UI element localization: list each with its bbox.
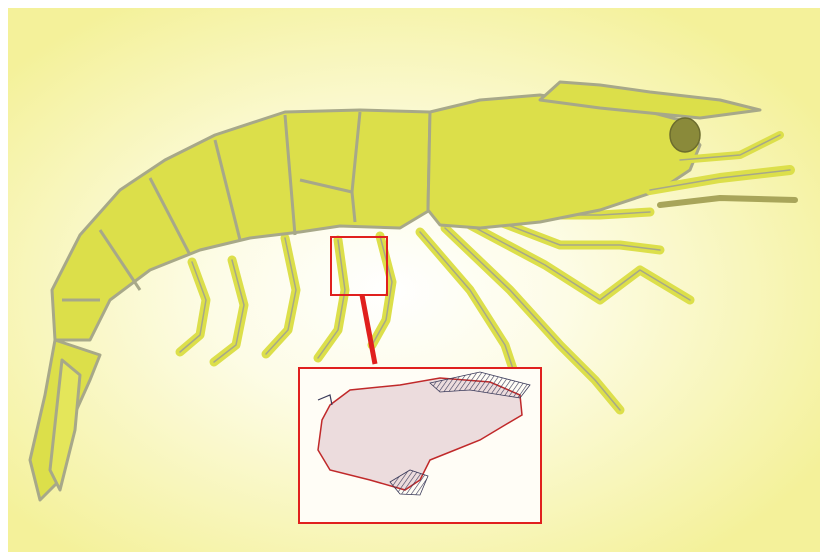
- eye: [670, 118, 700, 152]
- magnified-appendage-detail: [299, 368, 541, 523]
